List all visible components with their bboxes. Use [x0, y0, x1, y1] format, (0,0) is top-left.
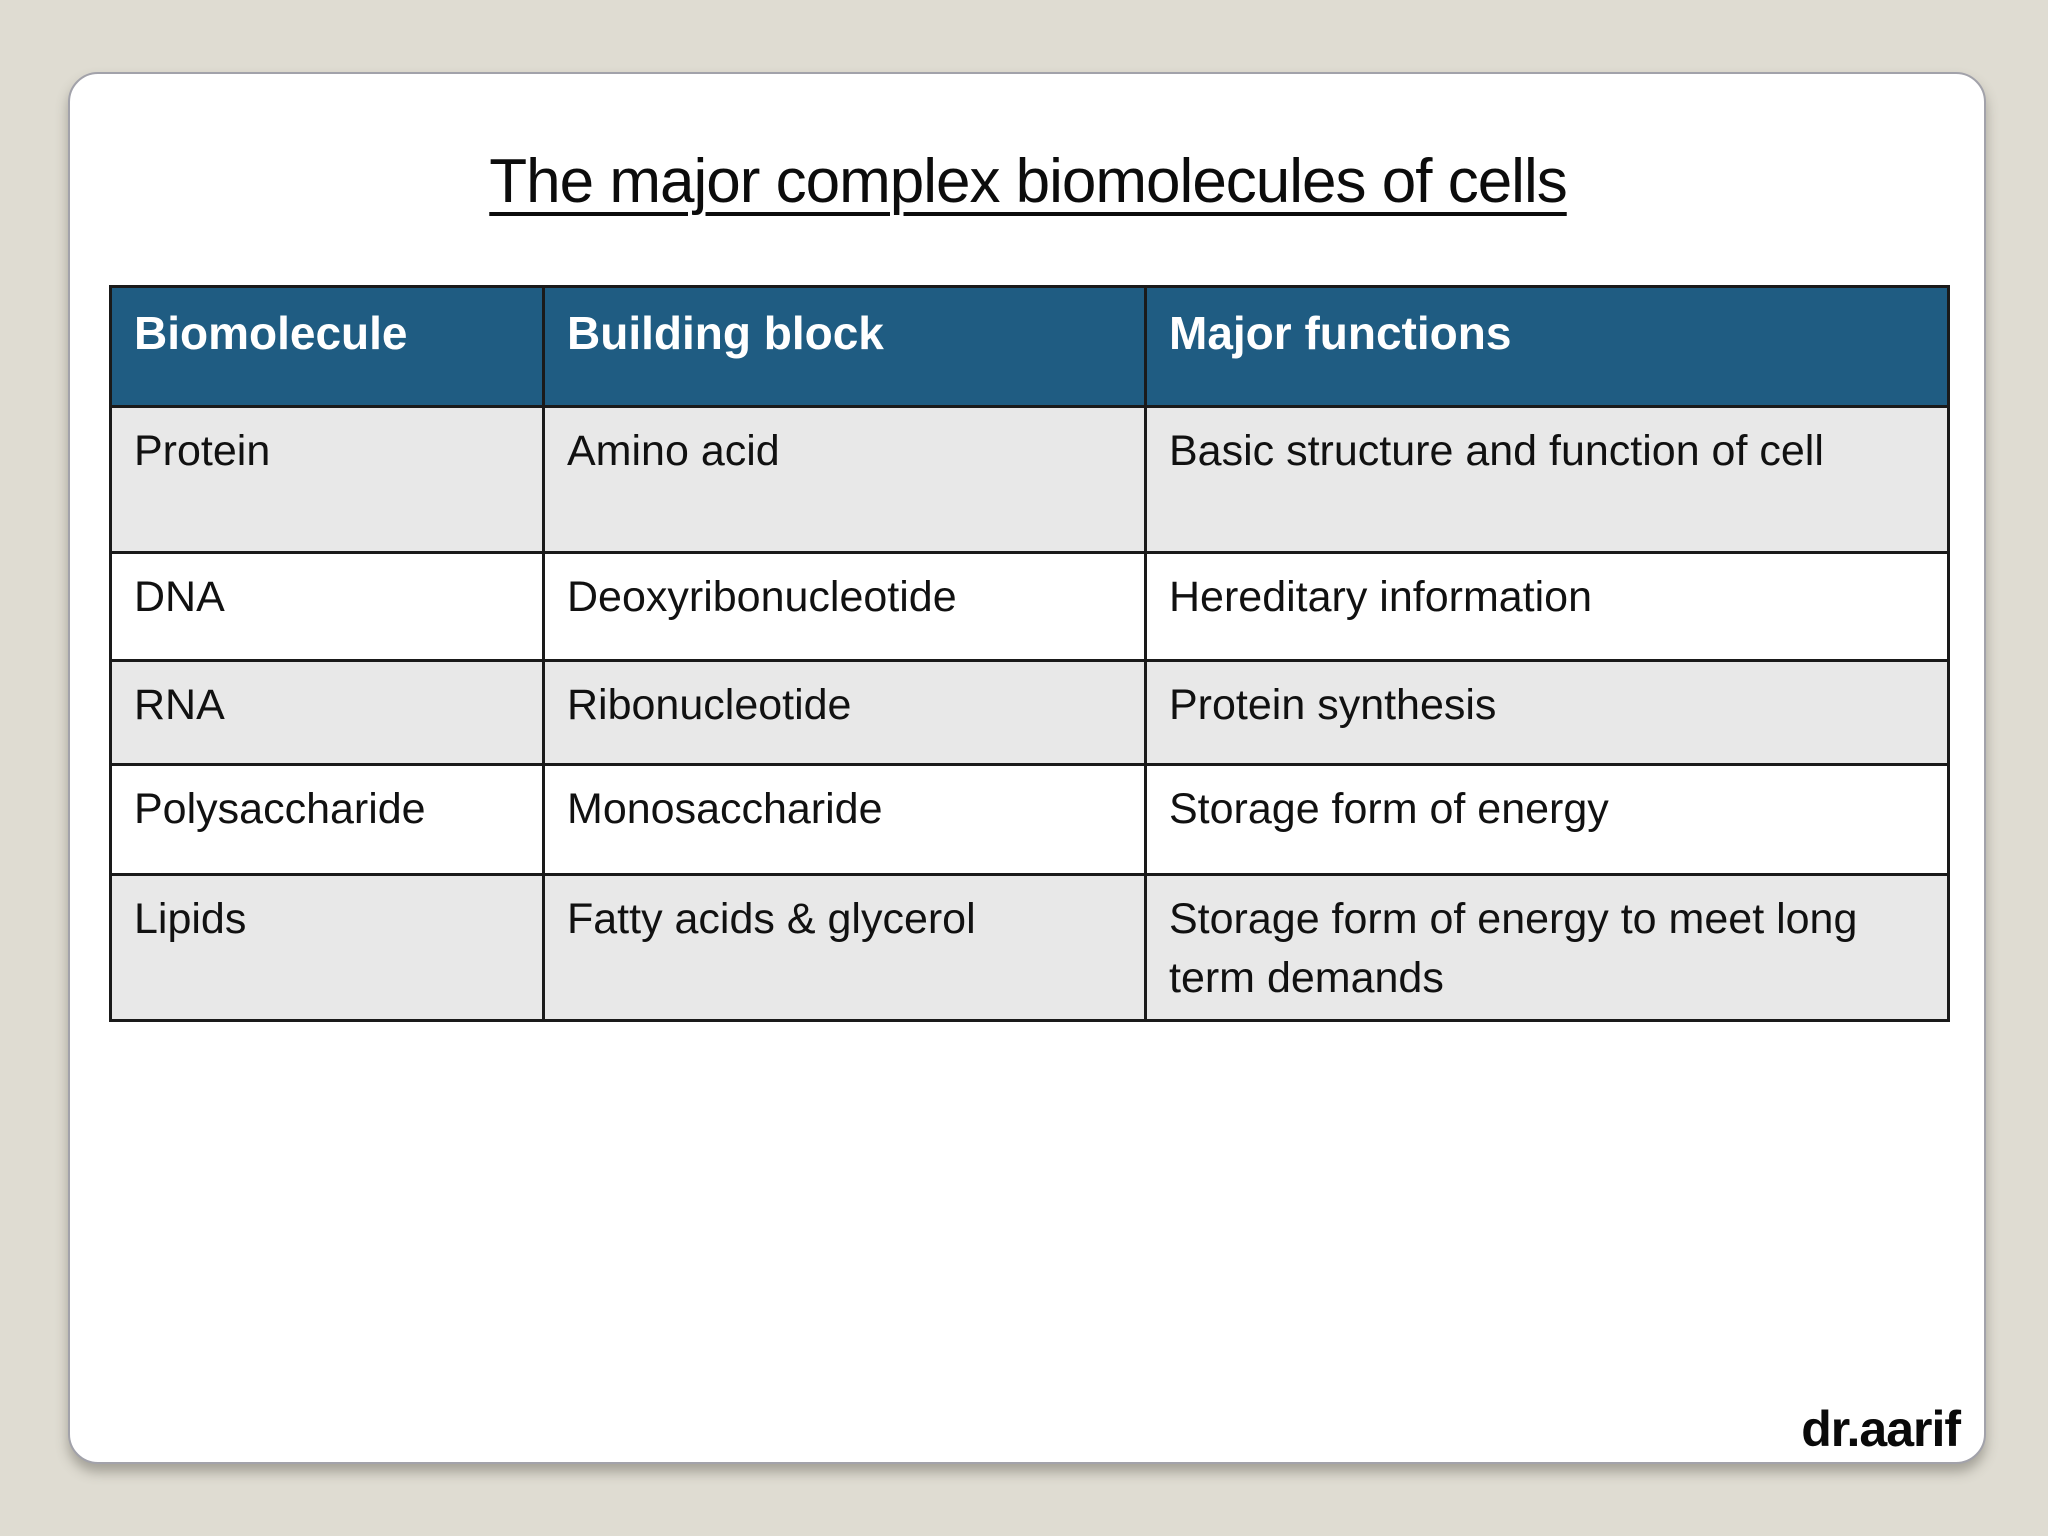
cell-building-block: Amino acid	[542, 405, 1147, 554]
slide-card: The major complex biomolecules of cells …	[68, 72, 1986, 1464]
cell-building-block: Fatty acids & glycerol	[542, 873, 1147, 1022]
cell-building-block: Ribonucleotide	[542, 659, 1147, 766]
slide-title: The major complex biomolecules of cells	[489, 147, 1567, 216]
table-header-row: Biomolecule Building block Major functio…	[109, 285, 1950, 408]
watermark: dr.aarif	[1801, 1401, 1961, 1457]
cell-major-functions: Storage form of energy	[1144, 763, 1950, 876]
biomolecules-table: Biomolecule Building block Major functio…	[109, 285, 1950, 1022]
cell-biomolecule: Polysaccharide	[109, 763, 545, 876]
cell-biomolecule: RNA	[109, 659, 545, 766]
cell-building-block: Deoxyribonucleotide	[542, 551, 1147, 662]
cell-major-functions: Storage form of energy to meet long term…	[1144, 873, 1950, 1022]
cell-biomolecule: DNA	[109, 551, 545, 662]
table-row-dna: DNA Deoxyribonucleotide Hereditary infor…	[109, 551, 1950, 662]
column-header-biomolecule: Biomolecule	[109, 285, 545, 408]
column-header-building-block: Building block	[542, 285, 1147, 408]
cell-major-functions: Hereditary information	[1144, 551, 1950, 662]
cell-major-functions: Protein synthesis	[1144, 659, 1950, 766]
table-row-lipids: Lipids Fatty acids & glycerol Storage fo…	[109, 873, 1950, 1022]
cell-biomolecule: Lipids	[109, 873, 545, 1022]
column-header-major-functions: Major functions	[1144, 285, 1950, 408]
table-row-protein: Protein Amino acid Basic structure and f…	[109, 405, 1950, 554]
table-row-rna: RNA Ribonucleotide Protein synthesis	[109, 659, 1950, 766]
cell-building-block: Monosaccharide	[542, 763, 1147, 876]
table-row-polysaccharide: Polysaccharide Monosaccharide Storage fo…	[109, 763, 1950, 876]
cell-major-functions: Basic structure and function of cell	[1144, 405, 1950, 554]
cell-biomolecule: Protein	[109, 405, 545, 554]
